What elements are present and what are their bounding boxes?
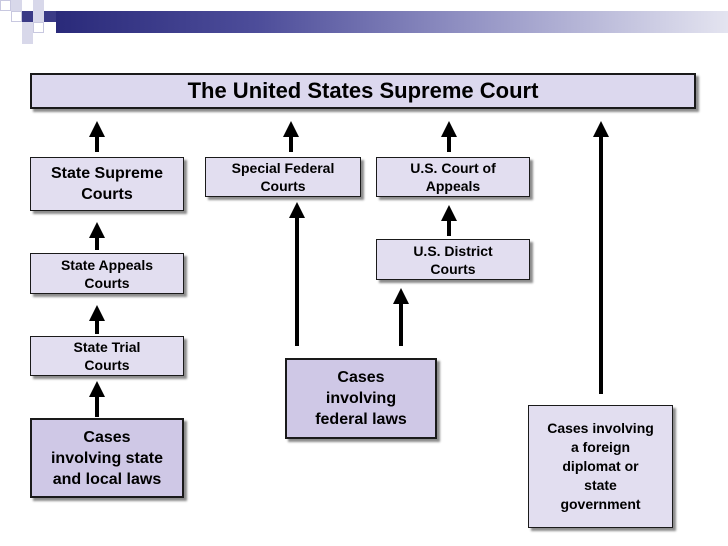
banner-square [33,11,44,22]
banner-square [11,11,22,22]
state-trial-courts-box: State Trial Courts [30,336,184,376]
banner-square [0,0,11,11]
state-supreme-courts-box: State Supreme Courts [30,157,184,211]
special-federal-courts-box: Special Federal Courts [205,157,361,197]
banner-square [33,22,44,33]
banner-square [22,22,33,33]
banner-square [22,11,33,22]
supreme-court-box: The United States Supreme Court [30,73,696,109]
banner-square [11,0,22,11]
state-trial-courts-label: State Trial Courts [73,339,141,373]
special-federal-courts-label: Special Federal Courts [231,160,335,194]
banner-square [44,11,56,22]
supreme-court-title: The United States Supreme Court [187,78,539,103]
state-supreme-courts-label: State Supreme Courts [50,165,164,203]
cases-federal-box: Cases involving federal laws [285,358,437,439]
banner-square [33,0,44,11]
district-courts-label: U.S. District Courts [413,242,493,277]
cases-federal-label: Cases involving federal laws [315,369,407,428]
court-of-appeals-box: U.S. Court of Appeals [376,157,530,197]
state-appeals-courts-box: State Appeals Courts [30,253,184,294]
state-appeals-courts-label: State Appeals Courts [60,256,154,291]
banner-gradient [56,11,728,33]
court-of-appeals-label: U.S. Court of Appeals [410,160,496,194]
district-courts-box: U.S. District Courts [376,239,530,280]
banner-square [22,33,33,44]
cases-foreign-label: Cases involving a foreign diplomat or st… [547,420,654,512]
cases-foreign-box: Cases involving a foreign diplomat or st… [528,405,673,528]
cases-state-local-label: Cases involving state and local laws [50,428,164,488]
cases-state-local-box: Cases involving state and local laws [30,418,184,498]
banner-square [22,0,33,11]
